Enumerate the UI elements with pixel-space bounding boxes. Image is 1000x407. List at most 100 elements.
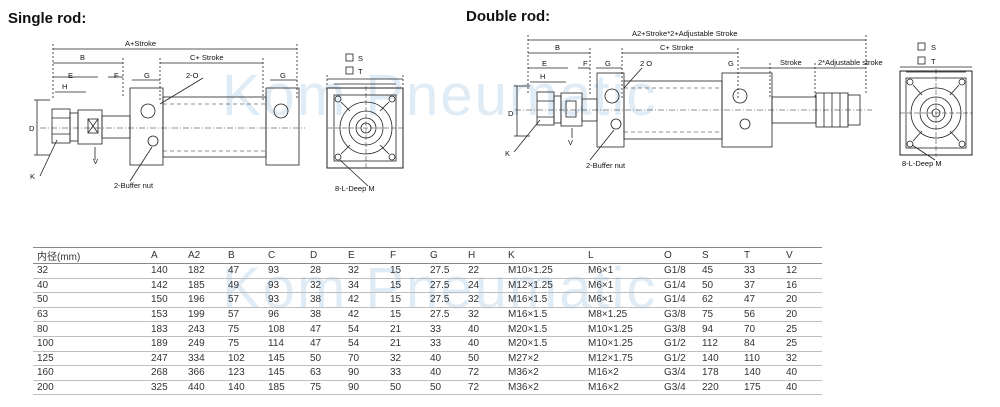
table-header-cell: A xyxy=(147,247,184,264)
table-cell: 32 xyxy=(344,263,386,279)
table-cell: 12 xyxy=(782,263,822,279)
double-t-label: T xyxy=(931,57,936,66)
table-cell: 33 xyxy=(426,321,464,337)
table-cell: 49 xyxy=(224,278,264,294)
table-cell: 38 xyxy=(306,292,344,308)
table-cell: 102 xyxy=(224,351,264,367)
table-cell: 40 xyxy=(464,321,504,337)
table-cell: G3/4 xyxy=(660,380,698,396)
single-b-label: B xyxy=(80,53,85,62)
table-header-cell: C xyxy=(264,247,306,264)
cylinder-drawings: A+Stroke B C+ Stroke E F G 2-O G H D V K… xyxy=(29,29,973,193)
table-cell: 47 xyxy=(740,292,782,308)
table-cell: M6×1 xyxy=(584,292,660,308)
single-g-left-label: G xyxy=(144,71,150,80)
table-cell: 63 xyxy=(33,307,147,323)
table-cell: 42 xyxy=(344,307,386,323)
double-buffer-nut-label: 2-Buffer nut xyxy=(586,161,626,170)
table-cell: 32 xyxy=(306,278,344,294)
table-header-cell: B xyxy=(224,247,264,264)
table-header-cell: L xyxy=(584,247,660,264)
table-cell: 123 xyxy=(224,365,264,381)
single-buffer-nut-label: 2-Buffer nut xyxy=(114,181,154,190)
table-cell: 196 xyxy=(184,292,224,308)
table-cell: M16×1.5 xyxy=(504,307,584,323)
table-cell: 16 xyxy=(782,278,822,294)
table-cell: 57 xyxy=(224,292,264,308)
table-cell: G3/8 xyxy=(660,321,698,337)
table-cell: 84 xyxy=(740,336,782,352)
table-cell: 33 xyxy=(426,336,464,352)
table-cell: 27.5 xyxy=(426,263,464,279)
table-cell: G1/4 xyxy=(660,292,698,308)
table-cell: M16×2 xyxy=(584,380,660,396)
table-cell: 56 xyxy=(740,307,782,323)
double-b-label: B xyxy=(555,43,560,52)
double-v-label: V xyxy=(568,138,573,147)
table-cell: 334 xyxy=(184,351,224,367)
double-g-right-label: G xyxy=(728,59,734,68)
table-header-cell: V xyxy=(782,247,822,264)
table-cell: 62 xyxy=(698,292,740,308)
table-cell: 42 xyxy=(344,292,386,308)
table-cell: 15 xyxy=(386,292,426,308)
table-cell: M36×2 xyxy=(504,380,584,396)
table-cell: M6×1 xyxy=(584,263,660,279)
double-2o-label: 2 O xyxy=(640,59,652,68)
table-cell: 15 xyxy=(386,278,426,294)
table-cell: 27.5 xyxy=(426,307,464,323)
table-cell: 40 xyxy=(782,380,822,396)
double-k-label: K xyxy=(505,149,510,158)
table-cell: 40 xyxy=(782,365,822,381)
double-c-stroke-label: C+ Stroke xyxy=(660,43,694,52)
table-cell: 54 xyxy=(344,336,386,352)
table-cell: 125 xyxy=(33,351,147,367)
single-s-label: S xyxy=(358,54,363,63)
table-cell: 366 xyxy=(184,365,224,381)
table-cell: 200 xyxy=(33,380,147,396)
double-f-label: F xyxy=(583,59,588,68)
table-header-cell: H xyxy=(464,247,504,264)
table-cell: 140 xyxy=(698,351,740,367)
single-f-label: F xyxy=(114,71,119,80)
table-cell: 20 xyxy=(782,292,822,308)
single-deep-m-label: 8-L-Deep M xyxy=(335,184,375,193)
table-cell: 247 xyxy=(147,351,184,367)
table-cell: 75 xyxy=(224,336,264,352)
table-cell: 34 xyxy=(344,278,386,294)
single-c-stroke-label: C+ Stroke xyxy=(190,53,224,62)
table-cell: 25 xyxy=(782,336,822,352)
table-cell: 175 xyxy=(740,380,782,396)
table-cell: 93 xyxy=(264,263,306,279)
table-cell: 21 xyxy=(386,336,426,352)
table-cell: 108 xyxy=(264,321,306,337)
table-cell: 45 xyxy=(698,263,740,279)
table-header-cell: D xyxy=(306,247,344,264)
table-cell: 50 xyxy=(426,380,464,396)
table-cell: 75 xyxy=(224,321,264,337)
table-cell: M6×1 xyxy=(584,278,660,294)
table-cell: 32 xyxy=(782,351,822,367)
table-cell: 72 xyxy=(464,365,504,381)
double-h-label: H xyxy=(540,72,545,81)
table-cell: 47 xyxy=(224,263,264,279)
table-cell: 47 xyxy=(306,321,344,337)
table-header-cell: A2 xyxy=(184,247,224,264)
table-header-cell: S xyxy=(698,247,740,264)
table-cell: 63 xyxy=(306,365,344,381)
table-cell: 189 xyxy=(147,336,184,352)
table-cell: 112 xyxy=(698,336,740,352)
table-cell: 182 xyxy=(184,263,224,279)
single-d-label: D xyxy=(29,124,35,133)
table-cell: M36×2 xyxy=(504,365,584,381)
table-cell: 75 xyxy=(698,307,740,323)
table-cell: 40 xyxy=(426,351,464,367)
single-a-stroke-label: A+Stroke xyxy=(125,39,156,48)
table-header-cell: O xyxy=(660,247,698,264)
table-cell: 54 xyxy=(344,321,386,337)
table-header-cell: T xyxy=(740,247,782,264)
table-cell: M16×2 xyxy=(584,365,660,381)
